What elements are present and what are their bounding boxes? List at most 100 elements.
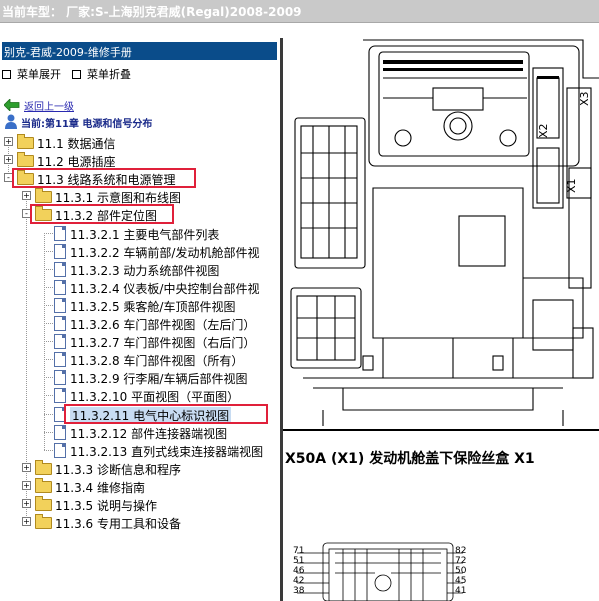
- tree-item[interactable]: +11.3.1 示意图和布线图: [0, 187, 278, 205]
- folder-icon: [35, 206, 52, 221]
- tree-item-label: 11.3.2.12 部件连接器端视图: [70, 427, 228, 441]
- tree-connector: [44, 305, 53, 306]
- tree-item[interactable]: 11.3.2.13 直列式线束连接器端视图: [0, 441, 278, 459]
- document-icon: [54, 298, 66, 313]
- pin-number: 42: [293, 576, 305, 586]
- expand-toggle-icon[interactable]: +: [22, 499, 31, 508]
- tree-item[interactable]: 11.3.2.1 主要电气部件列表: [0, 224, 278, 242]
- tree-connector: [44, 432, 53, 433]
- expand-toggle-icon[interactable]: +: [22, 463, 31, 472]
- current-chapter-label: 当前:第11章 电源和信号分布: [21, 119, 153, 130]
- tree-item-label: 11.3.2.13 直列式线束连接器端视图: [70, 445, 264, 459]
- tree-item-label: 11.3.2.11 电气中心标识视图: [70, 407, 232, 424]
- expand-toggle-icon[interactable]: +: [22, 517, 31, 526]
- pin-number: 41: [455, 586, 467, 596]
- tree-item[interactable]: 11.3.2.2 车辆前部/发动机舱部件视: [0, 242, 278, 260]
- highlight-box: [12, 168, 196, 188]
- tree-item-label: 11.3.2.2 车辆前部/发动机舱部件视: [70, 246, 260, 260]
- tree-item[interactable]: 11.3.2.5 乘客舱/车顶部件视图: [0, 296, 278, 314]
- tree-item[interactable]: -11.3.2 部件定位图: [0, 204, 278, 224]
- document-icon: [54, 443, 66, 458]
- tree-guide-line: [26, 196, 27, 522]
- tree-connector: [44, 341, 53, 342]
- tree-item[interactable]: +11.3.5 说明与操作: [0, 495, 278, 513]
- tree-item-label: 11.3.6 专用工具和设备: [55, 517, 181, 531]
- expand-toggle-icon[interactable]: +: [4, 155, 13, 164]
- tree-item-label: 11.3.2.3 动力系统部件视图: [70, 264, 220, 278]
- expand-toggle-icon[interactable]: +: [4, 137, 13, 146]
- tree-item[interactable]: 11.3.2.10 平面视图（平面图）: [0, 386, 278, 404]
- tree-item[interactable]: 11.3.2.7 车门部件视图（右后门）: [0, 332, 278, 350]
- pin-number: 51: [293, 556, 305, 566]
- diagram-panel: X3 X2 X1 X50A (X1) 发动机舱盖下保险丝盒 X1 71 51 4…: [283, 38, 599, 601]
- tree-item[interactable]: 11.3.2.3 动力系统部件视图: [0, 260, 278, 278]
- tree-item-label: 11.3.2.5 乘客舱/车顶部件视图: [70, 300, 236, 314]
- tree-connector: [44, 251, 53, 252]
- document-icon: [54, 280, 66, 295]
- window-title-bar: 当前车型： 厂家:S-上海别克君威(Regal)2008-2009: [0, 0, 599, 23]
- expand-toggle-icon[interactable]: +: [22, 191, 31, 200]
- panel-splitter[interactable]: [280, 38, 283, 601]
- folder-icon: [35, 478, 52, 493]
- folder-icon: [35, 496, 52, 511]
- tree-item[interactable]: 11.3.2.4 仪表板/中央控制台部件视: [0, 278, 278, 296]
- document-icon: [54, 425, 66, 440]
- tree-item-label: 11.3.4 维修指南: [55, 481, 145, 495]
- collapse-icon: [72, 69, 81, 79]
- pin-number: 45: [455, 576, 467, 586]
- tree-item-label: 11.3.2 部件定位图: [55, 209, 157, 223]
- navigation-panel: 别克-君威-2009-维修手册 菜单展开 菜单折叠 返回上一级 当前:第11章 …: [0, 38, 280, 601]
- tree-connector: [44, 450, 53, 451]
- document-icon: [54, 334, 66, 349]
- folder-icon: [35, 460, 52, 475]
- vehicle-model-text: 当前车型： 厂家:S-上海别克君威(Regal)2008-2009: [2, 5, 302, 19]
- current-chapter-row: 当前:第11章 电源和信号分布: [4, 113, 274, 131]
- folder-icon: [35, 514, 52, 529]
- tree-connector: [44, 359, 53, 360]
- tree-item[interactable]: +11.3.6 专用工具和设备: [0, 513, 278, 531]
- tree-connector: [44, 287, 53, 288]
- tree-connector: [44, 323, 53, 324]
- tree-item[interactable]: +11.3.3 诊断信息和程序: [0, 459, 278, 477]
- back-link[interactable]: 返回上一级: [24, 102, 74, 113]
- folder-icon: [17, 170, 34, 185]
- tree-item[interactable]: -11.3 线路系统和电源管理: [0, 168, 278, 188]
- document-icon: [54, 388, 66, 403]
- tree-item[interactable]: 11.3.2.6 车门部件视图（左后门）: [0, 314, 278, 332]
- document-icon: [54, 226, 66, 241]
- expand-toggle-icon[interactable]: +: [22, 481, 31, 490]
- highlight-box: [64, 404, 268, 424]
- document-icon: [54, 316, 66, 331]
- document-icon: [54, 352, 66, 367]
- fuse-box-diagram: [290, 39, 599, 426]
- tree-item[interactable]: 11.3.2.12 部件连接器端视图: [0, 423, 278, 441]
- tree-item[interactable]: +11.2 电源插座: [0, 151, 278, 169]
- tree-connector: [44, 395, 53, 396]
- tree-item[interactable]: 11.3.2.8 车门部件视图（所有）: [0, 350, 278, 368]
- highlight-box: [30, 204, 174, 224]
- tree-item-label: 11.3.2.1 主要电气部件列表: [70, 228, 220, 242]
- tree-connector: [44, 269, 53, 270]
- tree-item-label: 11.3.2.9 行李厢/车辆后部件视图: [70, 372, 248, 386]
- tree-item-label: 11.3.5 说明与操作: [55, 499, 157, 513]
- connector-label-x2: X2: [537, 123, 550, 138]
- tree-item-label: 11.3.2.8 车门部件视图（所有）: [70, 354, 244, 368]
- tree-item[interactable]: +11.1 数据通信: [0, 133, 278, 151]
- back-link-row[interactable]: 返回上一级: [4, 96, 274, 114]
- collapse-menu-button[interactable]: 菜单折叠: [72, 66, 131, 82]
- tree-connector: [44, 414, 53, 415]
- tree-item[interactable]: 11.3.2.11 电气中心标识视图: [0, 404, 278, 424]
- document-icon: [54, 244, 66, 259]
- tree-item[interactable]: 11.3.2.9 行李厢/车辆后部件视图: [0, 368, 278, 386]
- expand-menu-button[interactable]: 菜单展开: [2, 66, 61, 82]
- tree-item-label: 11.3.2.6 车门部件视图（左后门）: [70, 318, 256, 332]
- pin-number: 50: [455, 566, 467, 576]
- tree-item[interactable]: +11.3.4 维修指南: [0, 477, 278, 495]
- connector-pinout-diagram: [297, 542, 463, 601]
- manual-title: 别克-君威-2009-维修手册: [4, 46, 132, 59]
- pin-number: 38: [293, 586, 305, 596]
- tree-item-label: 11.3 线路系统和电源管理: [37, 173, 176, 187]
- document-icon: [54, 370, 66, 385]
- tree-item-label: 11.3.2.10 平面视图（平面图）: [70, 390, 240, 404]
- diagram-caption: X50A (X1) 发动机舱盖下保险丝盒 X1: [285, 451, 535, 467]
